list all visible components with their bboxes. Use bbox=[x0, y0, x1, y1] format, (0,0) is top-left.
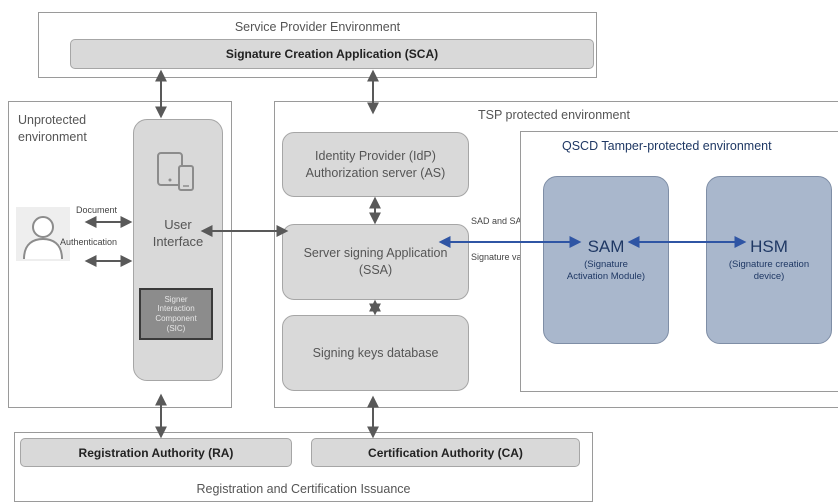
hsm-title: HSM bbox=[750, 237, 788, 257]
ssa-line2: (SSA) bbox=[358, 263, 393, 277]
signing-keys-db-box: Signing keys database bbox=[282, 315, 469, 391]
ssa-box: Server signing Application (SSA) bbox=[282, 224, 469, 300]
user-interface-line2: Interface bbox=[152, 234, 204, 249]
sad-sap-label: SAD and SAP bbox=[471, 216, 528, 226]
sic-line-2: Interaction bbox=[157, 304, 195, 314]
ra-box: Registration Authority (RA) bbox=[20, 438, 292, 467]
sic-line-4: (SIC) bbox=[166, 323, 186, 333]
hsm-box: HSM (Signature creation device) bbox=[706, 176, 832, 344]
unprotected-title-line1: Unprotected bbox=[18, 113, 87, 127]
devices-icon bbox=[155, 150, 197, 194]
user-interface-line1: User bbox=[164, 217, 192, 232]
qscd-title: QSCD Tamper-protected environment bbox=[562, 139, 772, 153]
sic-line-3: Component bbox=[155, 314, 197, 323]
user-avatar-icon bbox=[16, 207, 70, 261]
service-provider-title: Service Provider Environment bbox=[234, 20, 401, 34]
authentication-label: Authentication bbox=[60, 237, 118, 247]
sca-box: Signature Creation Application (SCA) bbox=[70, 39, 594, 69]
document-label: Document bbox=[76, 205, 118, 215]
sam-sub2: Activation Module) bbox=[566, 271, 646, 282]
signature-value-label: Signature value bbox=[471, 252, 534, 262]
sam-box: SAM (Signature Activation Module) bbox=[543, 176, 669, 344]
unprotected-title-line2: environment bbox=[18, 130, 87, 144]
registration-title: Registration and Certification Issuance bbox=[196, 482, 411, 496]
idp-box: Identity Provider (IdP) Authorization se… bbox=[282, 132, 469, 197]
sic-box: Signer Interaction Component (SIC) bbox=[139, 288, 213, 340]
ssa-line1: Server signing Application bbox=[303, 246, 448, 261]
ca-box: Certification Authority (CA) bbox=[311, 438, 580, 467]
idp-line1: Identity Provider (IdP) bbox=[315, 148, 436, 163]
sic-line-1: Signer bbox=[164, 294, 188, 304]
sam-title: SAM bbox=[587, 237, 625, 257]
hsm-sub2: device) bbox=[753, 271, 785, 282]
hsm-sub1: (Signature creation bbox=[728, 259, 810, 271]
sam-sub1: (Signature bbox=[584, 259, 628, 271]
db-label: Signing keys database bbox=[312, 345, 439, 360]
tsp-title: TSP protected environment bbox=[478, 108, 630, 122]
idp-line2: Authorization server (AS) bbox=[305, 165, 446, 180]
